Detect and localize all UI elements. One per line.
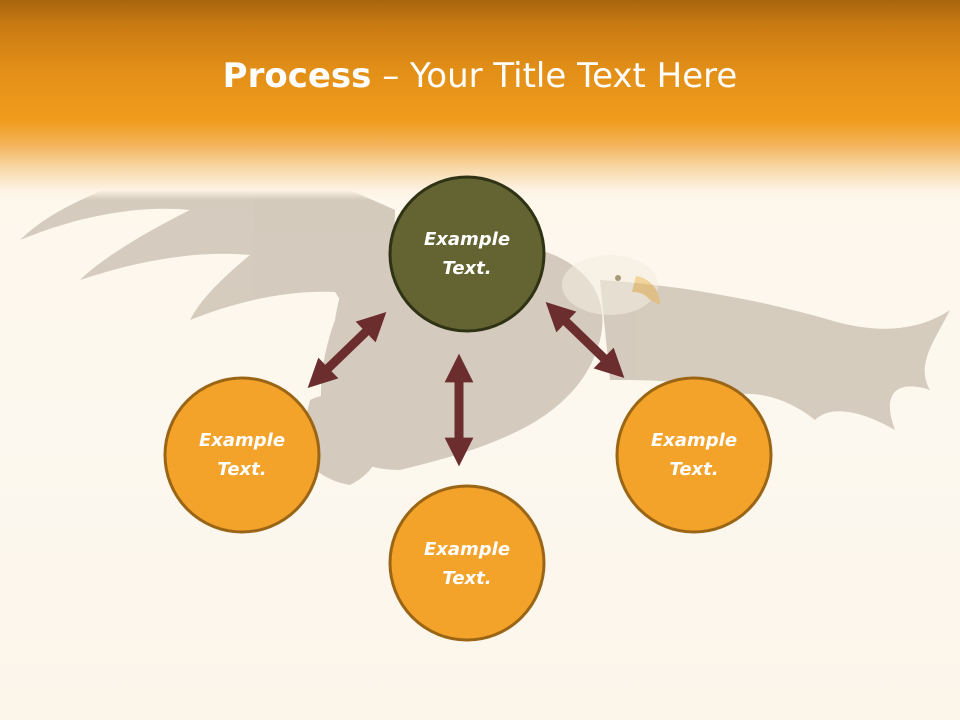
node-label-bottom: Example Text. bbox=[423, 539, 511, 589]
node-circle-top bbox=[388, 175, 546, 333]
node-label-right: Example Text. bbox=[650, 430, 738, 480]
title-text: Your Title Text Here bbox=[410, 56, 738, 96]
node-label-top: Example Text. bbox=[423, 229, 511, 279]
title-bold: Process bbox=[222, 56, 372, 96]
arrow-top-left bbox=[307, 311, 387, 389]
node-circle-bottom bbox=[388, 484, 546, 642]
node-circle-right bbox=[615, 376, 773, 534]
title-dash: – bbox=[371, 56, 411, 96]
node-label-left: Example Text. bbox=[198, 430, 286, 480]
header-band bbox=[0, 0, 960, 200]
arrow-top-right bbox=[545, 301, 625, 379]
slide-title: Process – Your Title Text Here bbox=[0, 54, 960, 98]
node-circle-left bbox=[163, 376, 321, 534]
